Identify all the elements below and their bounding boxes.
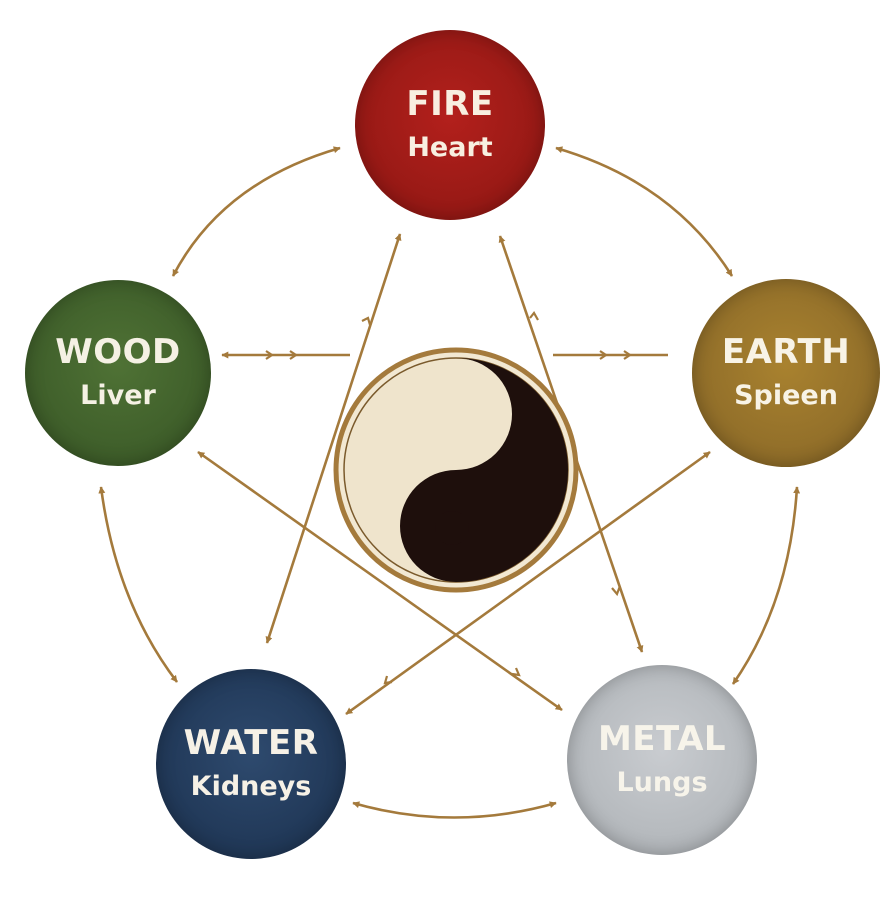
arrow-water-wood: [98, 486, 179, 683]
earth-element: EARTH Spieen: [692, 279, 880, 467]
earth-organ: Spieen: [734, 380, 838, 411]
arrow-earth-metal: [731, 486, 801, 685]
arrow-fire-earth: [555, 146, 734, 277]
metal-organ: Lungs: [616, 767, 708, 798]
metal-element: METAL Lungs: [567, 665, 757, 855]
earth-label: EARTH: [721, 331, 851, 372]
yin-yang-icon: [333, 347, 579, 593]
wood-label: WOOD: [55, 331, 181, 372]
wood-element: WOOD Liver: [25, 280, 211, 466]
water-label: WATER: [183, 722, 319, 763]
fire-organ: Heart: [407, 132, 493, 163]
metal-label: METAL: [597, 718, 727, 759]
water-element: WATER Kidneys: [156, 669, 346, 859]
fire-element: FIRE Heart: [355, 30, 545, 220]
arrow-metal-water: [352, 801, 557, 819]
wood-organ: Liver: [80, 380, 156, 411]
arrow-fire-wood: [171, 146, 341, 277]
arrow-ticks: [265, 311, 632, 685]
water-organ: Kidneys: [190, 771, 312, 802]
arrow-earth-water: [345, 450, 711, 716]
fire-label: FIRE: [406, 83, 494, 124]
